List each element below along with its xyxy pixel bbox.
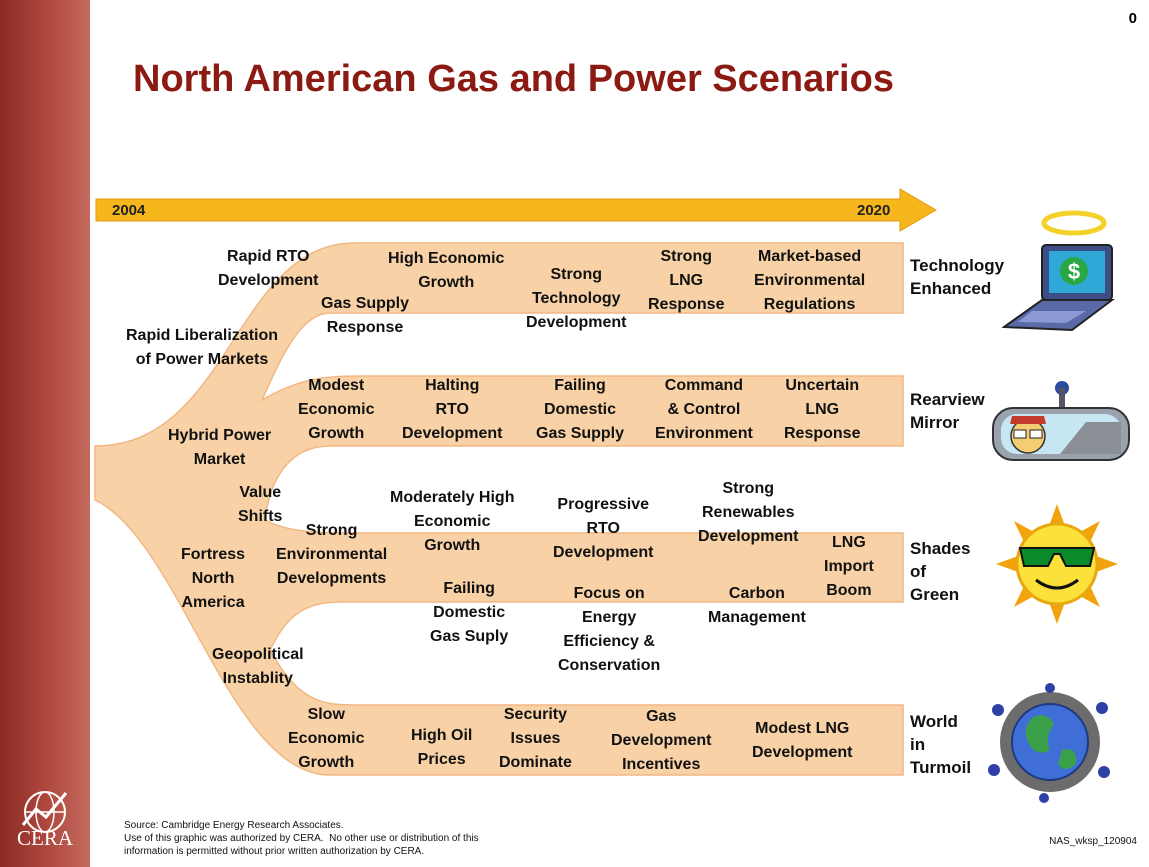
driver-halting-rto: Halting RTO Development [402, 377, 503, 442]
sun-sunglasses-icon [996, 504, 1118, 624]
driver-security-issues: Security Issues Dominate [499, 706, 572, 771]
branch-label-value-shifts: Value Shifts [238, 484, 283, 525]
branch-label-geopolitical-instability: Geopolitical Instablity [212, 646, 304, 687]
driver-strong-renewables: Strong Renewables Development [698, 480, 799, 545]
branch-label-rapid-rto: Rapid RTO Development [218, 248, 319, 289]
driver-carbon-management: Carbon Management [708, 585, 806, 626]
scenario-branch-shape [94, 242, 904, 776]
driver-progressive-rto: Progressive RTO Development [553, 496, 654, 561]
scenario-rearview-mirror: Rearview Mirror [910, 390, 985, 432]
timeline-arrow [95, 188, 937, 232]
driver-failing-domestic-gas-supply: Failing Domestic Gas Supply [536, 377, 625, 442]
driver-failing-domestic-gas-suply: Failing Domestic Gas Suply [430, 580, 509, 645]
cera-logo-text: CERA [16, 826, 73, 850]
branch-label-hybrid-power-market: Hybrid Power Market [168, 427, 272, 468]
page-title: North American Gas and Power Scenarios [133, 58, 894, 100]
driver-command-control: Command & Control Environment [655, 377, 753, 442]
driver-market-based-regulations: Market-based Environmental Regulations [754, 248, 866, 313]
scenario-technology-enhanced: Technology Enhanced [910, 256, 1005, 298]
footer-document-code: NAS_wksp_120904 [1049, 836, 1137, 847]
driver-strong-technology: Strong Technology Development [526, 266, 627, 331]
driver-high-economic-growth: High Economic Growth [388, 250, 505, 291]
timeline-start-year: 2004 [112, 202, 146, 219]
globe-turmoil-icon [988, 683, 1110, 803]
scenario-world-in-turmoil: World in Turmoil [910, 712, 972, 777]
driver-modest-economic-growth: Modest Economic Growth [298, 377, 375, 442]
laptop-dollar-icon: $ [1002, 210, 1115, 332]
driver-moderately-high-growth: Moderately High Economic Growth [390, 489, 515, 554]
svg-text:$: $ [1068, 259, 1080, 284]
cera-logo-icon [21, 791, 68, 833]
driver-slow-economic-growth: Slow Economic Growth [288, 706, 365, 771]
scenario-shades-of-green: Shades of Green [910, 539, 971, 604]
branch-label-fortress-north-america: Fortress North America [181, 546, 246, 611]
branch-label-gas-supply-response: Gas Supply Response [321, 295, 410, 336]
footer-source-note: Source: Cambridge Energy Research Associ… [124, 820, 479, 857]
driver-uncertain-lng: Uncertain LNG Response [784, 377, 861, 442]
timeline-end-year: 2020 [857, 202, 891, 219]
rearview-mirror-icon [992, 381, 1130, 461]
driver-lng-import-boom: LNG Import Boom [824, 534, 874, 599]
sidebar-band [0, 0, 90, 867]
page-number: 0 [1128, 10, 1137, 27]
branch-label-strong-environmental: Strong Environmental Developments [276, 522, 388, 587]
branch-label-rapid-liberalization: Rapid Liberalization of Power Markets [126, 327, 279, 368]
driver-gas-development-incentives: Gas Development Incentives [611, 708, 712, 773]
driver-strong-lng-response: Strong LNG Response [648, 248, 725, 313]
driver-energy-efficiency: Focus on Energy Efficiency & Conservatio… [558, 585, 661, 674]
driver-modest-lng-development: Modest LNG Development [752, 720, 853, 761]
driver-high-oil-prices: High Oil Prices [411, 727, 473, 768]
